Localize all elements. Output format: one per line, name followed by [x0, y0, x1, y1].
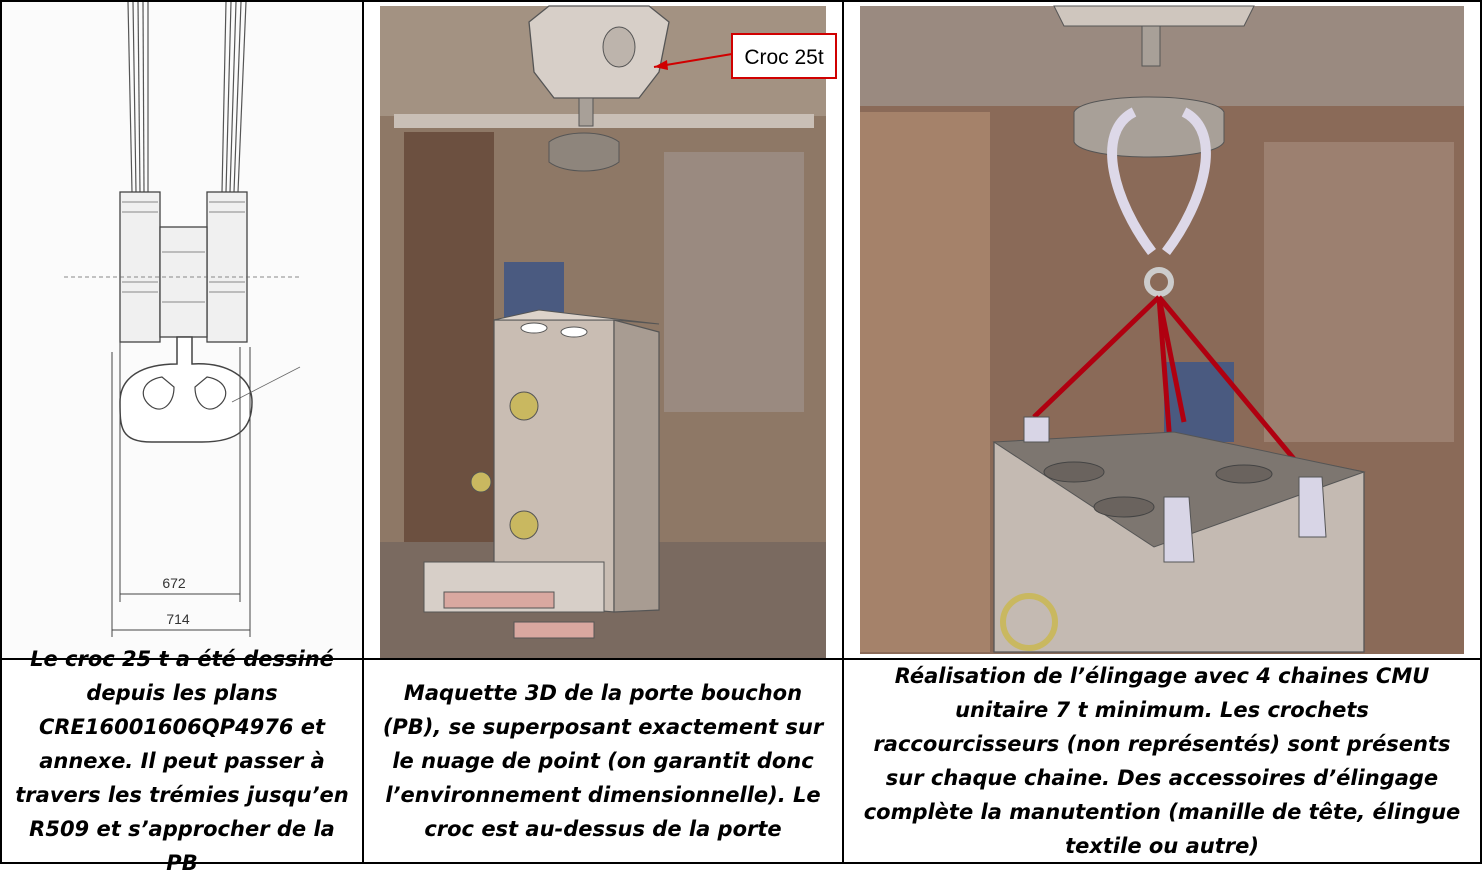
hook-drawing: 672 714: [2, 2, 362, 658]
border-col-1: [362, 0, 364, 864]
border-right: [1480, 0, 1482, 864]
caption-text-3: Réalisation de l’élingage avec 4 chaines…: [863, 664, 1461, 858]
border-left: [0, 0, 2, 864]
border-bottom: [0, 862, 1482, 864]
dimension-672: 672: [162, 575, 186, 591]
border-col-2: [842, 0, 844, 864]
caption-text-2: Maquette 3D de la porte bouchon (PB), se…: [382, 681, 824, 841]
dimension-714: 714: [166, 611, 190, 627]
callout-label: Croc 25t: [744, 46, 824, 69]
hook-drawing-cell: 672 714: [2, 2, 362, 658]
caption-slinging: Réalisation de l’élingage avec 4 chaines…: [844, 660, 1480, 862]
door-model-render: Croc 25t: [364, 2, 842, 658]
door-model-cell: Croc 25t: [364, 2, 842, 658]
caption-door-model: Maquette 3D de la porte bouchon (PB), se…: [364, 660, 842, 862]
slinging-render-cell: [844, 2, 1480, 658]
border-top: [0, 0, 1482, 2]
slinging-render: [844, 2, 1480, 658]
border-row: [0, 658, 1482, 660]
caption-text-1: Le croc 25 t a été dessiné depuis les pl…: [15, 647, 349, 875]
caption-hook-drawing: Le croc 25 t a été dessiné depuis les pl…: [2, 647, 362, 875]
